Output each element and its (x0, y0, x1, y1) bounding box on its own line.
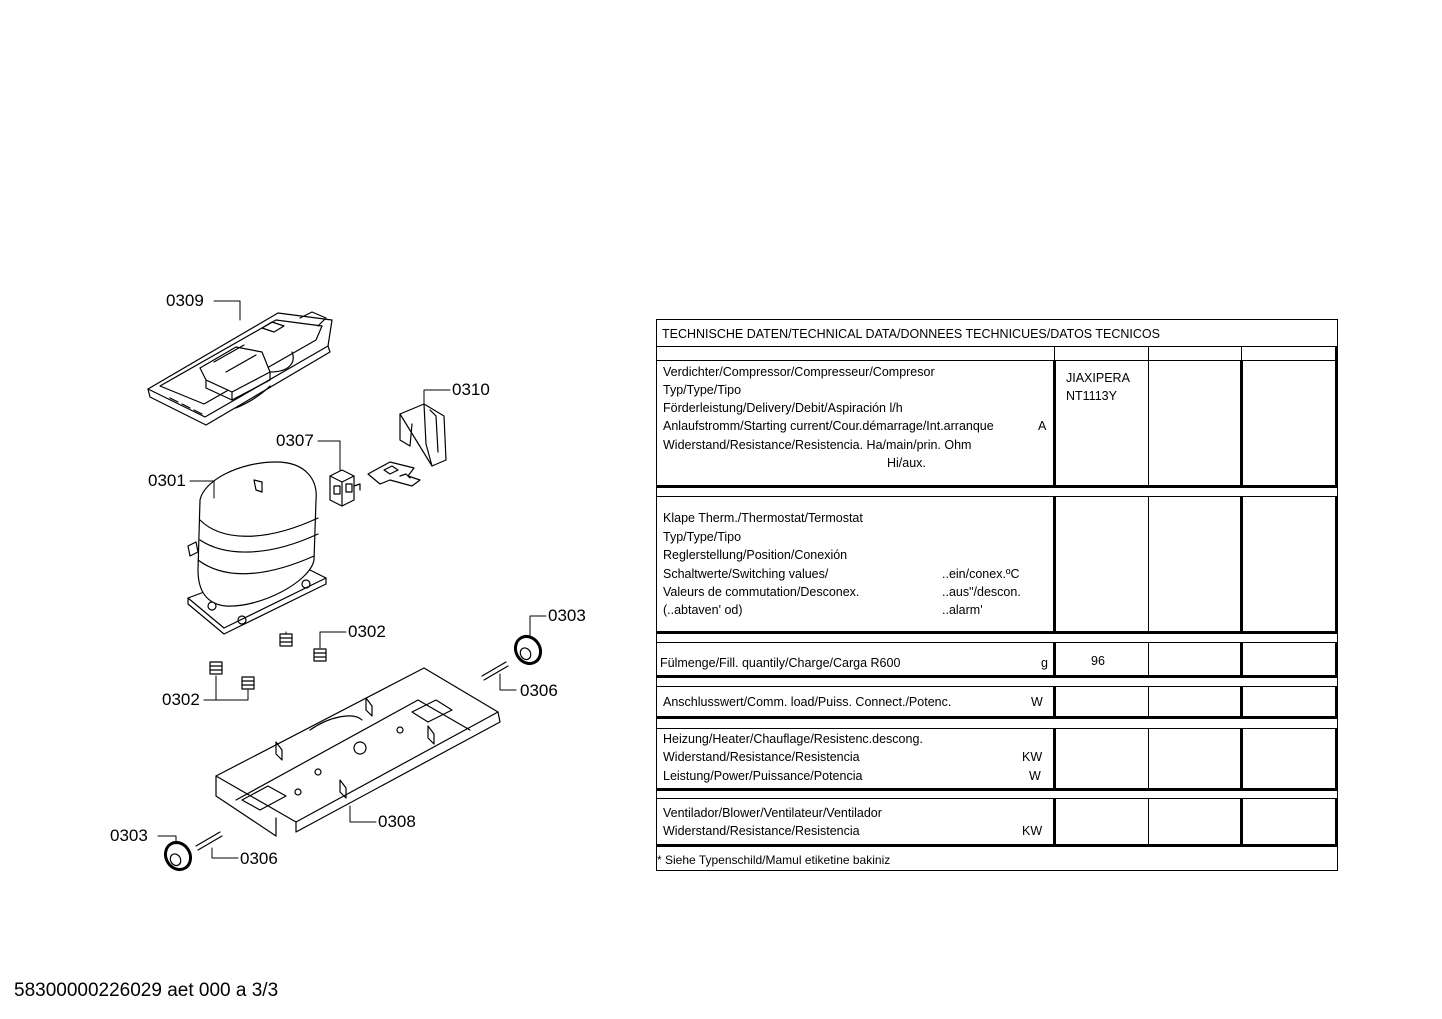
callout-0302: 0302 (162, 690, 200, 709)
table-footnote: * Siehe Typenschild/Mamul etiketine baki… (657, 853, 891, 867)
delivery-label: Förderleistung/Delivery/Debit/Aspiración… (663, 401, 903, 415)
thermostat-label: Klape Therm./Thermostat/Termostat (663, 511, 863, 525)
part-0306-pins (195, 661, 509, 851)
blower-label: Ventilador/Blower/Ventilateur/Ventilador (663, 806, 882, 820)
part-0303-feet (163, 634, 543, 872)
part-0308-base-plate (215, 667, 501, 837)
blower-resistance-unit: KW (1022, 824, 1043, 838)
callout-0308: 0308 (378, 812, 416, 831)
starting-current-label: Anlaufstromm/Starting current/Cour.démar… (663, 419, 994, 433)
part-0309-tray (147, 311, 333, 426)
heater-power-label: Leistung/Power/Puissance/Potencia (663, 769, 863, 783)
part-0310-terminal-cover (367, 403, 447, 487)
callout-0309: 0309 (166, 291, 204, 310)
thermostat-type-label: Typ/Type/Tipo (663, 530, 742, 544)
part-0307-relay (329, 469, 361, 507)
compressor-label: Verdichter/Compressor/Compresseur/Compre… (663, 365, 935, 379)
switching-values-label: Schaltwerte/Switching values/ (663, 567, 829, 581)
switching-on-label: ..ein/conex.ºC (942, 567, 1020, 581)
compressor-make-value: JIAXIPERA (1066, 371, 1130, 385)
compressor-model-value: NT1113Y (1066, 389, 1117, 403)
part-0302-grommets (209, 633, 327, 690)
charge-label: Fülmenge/Fill. quantily/Charge/Carga R60… (660, 656, 901, 670)
thermostat-position-label: Reglerstellung/Position/Conexión (663, 548, 848, 562)
callout-0310: 0310 (452, 380, 490, 399)
callout-0303: 0303 (548, 606, 586, 625)
load-label: Anschlusswert/Comm. load/Puiss. Connect.… (663, 695, 952, 709)
compressor-type-label: Typ/Type/Tipo (663, 383, 742, 397)
switching-off-label: ..aus"/descon. (942, 585, 1021, 599)
load-unit: W (1031, 695, 1043, 709)
technical-data-table: TECHNISCHE DATEN/TECHNICAL DATA/DONNEES … (656, 319, 1338, 871)
resistance-main-label: Widerstand/Resistance/Resistencia. Ha/ma… (663, 438, 972, 452)
callout-0302: 0302 (348, 622, 386, 641)
blower-resistance-label: Widerstand/Resistance/Resistencia (663, 824, 860, 838)
callout-0306: 0306 (520, 681, 558, 700)
callout-0301: 0301 (148, 471, 186, 490)
callout-0307: 0307 (276, 431, 314, 450)
heater-resistance-label: Widerstand/Resistance/Resistencia (663, 750, 860, 764)
defrost-label: (..abtaven' od) (663, 603, 743, 617)
leader-lines (157, 300, 547, 859)
charge-value: 96 (1091, 654, 1105, 668)
part-0301-compressor (187, 461, 327, 635)
heater-power-unit: W (1029, 769, 1041, 783)
alarm-label: ..alarm' (942, 603, 983, 617)
callout-0303: 0303 (110, 826, 148, 845)
heater-label: Heizung/Heater/Chauflage/Resistenc.desco… (663, 732, 923, 746)
heater-resistance-unit: KW (1022, 750, 1043, 764)
charge-unit: g (1041, 656, 1048, 670)
table-title: TECHNISCHE DATEN/TECHNICAL DATA/DONNEES … (662, 327, 1160, 341)
callout-0306: 0306 (240, 849, 278, 868)
commutation-label: Valeurs de commutation/Desconex. (663, 585, 860, 599)
document-id-footer: 58300000226029 aet 000 a 3/3 (14, 980, 279, 1001)
starting-current-unit: A (1038, 419, 1047, 433)
resistance-aux-label: Hi/aux. (887, 456, 926, 470)
